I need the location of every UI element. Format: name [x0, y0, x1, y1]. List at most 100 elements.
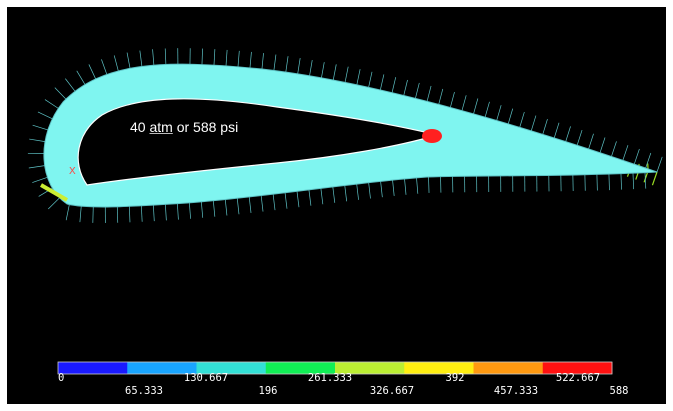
mesh-line: [189, 202, 191, 219]
mesh-line: [177, 203, 179, 220]
mesh-line: [309, 59, 313, 76]
mesh-line: [201, 48, 203, 65]
mesh-line: [273, 54, 277, 71]
mesh-line: [79, 206, 82, 223]
legend-label-top: 261.333: [307, 372, 353, 384]
mesh-line: [644, 172, 647, 189]
mesh-lines: [27, 48, 663, 223]
mesh-line: [416, 177, 419, 194]
mesh-line: [212, 200, 216, 217]
mesh-line: [320, 188, 324, 205]
mesh-line: [260, 195, 264, 212]
legend-swatch: [335, 362, 405, 374]
mesh-line: [139, 50, 143, 67]
legend-label-bottom: 65.333: [125, 385, 163, 397]
mesh-line: [29, 138, 46, 142]
legend-label-bottom: 196: [258, 385, 278, 397]
legend-swatch: [404, 362, 474, 374]
mesh-line: [449, 92, 455, 108]
mesh-line: [368, 71, 373, 88]
mesh-line: [32, 176, 48, 183]
mesh-line: [126, 52, 131, 69]
mesh-line: [530, 115, 537, 131]
mesh-line: [576, 129, 583, 146]
mesh-line: [249, 51, 252, 68]
mesh-line: [37, 111, 53, 120]
legend-label-top: 522.667: [555, 372, 601, 384]
mesh-line: [344, 185, 348, 202]
mesh-line: [507, 108, 514, 125]
mesh-line: [225, 49, 228, 66]
mesh-line: [65, 78, 76, 92]
mesh-line: [296, 191, 300, 208]
mesh-line: [392, 179, 395, 196]
mesh-line: [164, 48, 167, 65]
mesh-line: [380, 181, 383, 198]
fea-viewport: X 40 atm or 588 psi 0 130.667 261.333 39…: [7, 7, 666, 404]
mesh-line: [553, 122, 560, 139]
mesh-line: [152, 205, 155, 222]
mesh-line: [391, 77, 397, 93]
node-marker: X: [69, 166, 76, 177]
mesh-line: [633, 148, 640, 165]
mesh-line: [368, 182, 371, 199]
mesh-line: [201, 201, 204, 218]
mesh-line: [308, 189, 312, 206]
pressure-arrow: [651, 171, 658, 186]
mesh-line: [32, 124, 48, 131]
mesh-line: [113, 55, 119, 72]
mesh-line: [426, 85, 432, 102]
mesh-line: [588, 133, 594, 150]
mesh-line: [48, 197, 60, 210]
legend-label-top: 130.667: [183, 372, 229, 384]
legend-frame: [57, 361, 613, 375]
mesh-line: [428, 176, 430, 193]
mesh-line: [248, 196, 252, 213]
legend-label-top: 392: [445, 372, 465, 384]
mesh-line: [461, 95, 467, 111]
color-legend: [57, 361, 613, 375]
mesh-line: [44, 99, 59, 109]
mesh-line: [285, 56, 289, 73]
airfoil-model: X: [27, 48, 663, 375]
legend-swatch: [265, 362, 336, 374]
mesh-line: [404, 178, 407, 195]
high-pressure-cluster: [422, 129, 442, 143]
mesh-line: [152, 49, 155, 66]
mesh-line: [76, 70, 86, 85]
legend-swatch: [127, 362, 197, 374]
mesh-line: [496, 105, 502, 121]
legend-swatch: [58, 362, 128, 374]
mesh-line: [484, 101, 490, 118]
mesh-line: [261, 53, 264, 70]
mesh-line: [356, 69, 361, 85]
mesh-line: [65, 204, 70, 221]
mesh-line: [542, 119, 548, 135]
mesh-line: [321, 62, 325, 78]
mesh-line: [611, 141, 617, 157]
inner-cavity: [77, 98, 440, 186]
mesh-line: [140, 205, 143, 222]
mesh-line: [236, 198, 240, 215]
mesh-line: [213, 49, 216, 66]
mesh-line: [88, 64, 96, 80]
mesh-line: [101, 59, 108, 75]
mesh-line: [54, 87, 67, 100]
legend-label-bottom: 588: [609, 385, 629, 397]
mesh-line: [632, 173, 635, 190]
mesh-line: [332, 186, 336, 203]
mesh-line: [332, 64, 337, 81]
mesh-line: [284, 192, 288, 209]
mesh-line: [599, 137, 606, 153]
mesh-line: [565, 126, 571, 142]
legend-label-bottom: 326.667: [369, 385, 415, 397]
legend-swatch: [196, 362, 267, 374]
mesh-line: [519, 111, 525, 128]
legend-swatch: [473, 362, 544, 374]
mesh-line: [224, 199, 228, 216]
mesh-line: [473, 98, 479, 115]
leading-edge-low: [40, 183, 68, 202]
mesh-line: [620, 173, 622, 190]
mesh-line: [645, 152, 652, 169]
mesh-line: [608, 174, 610, 191]
